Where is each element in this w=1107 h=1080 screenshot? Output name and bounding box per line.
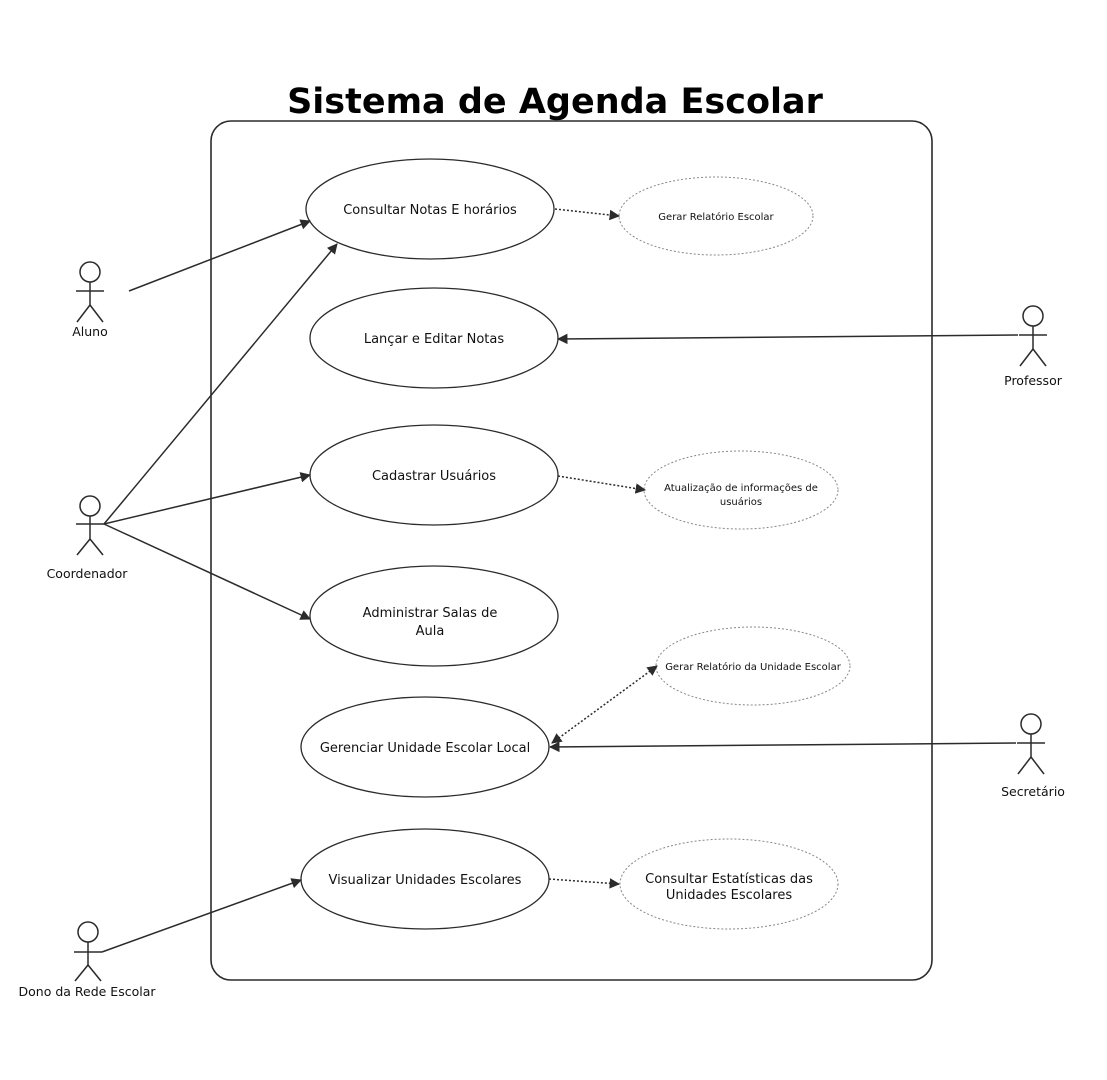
use-case-visualizar-unidades[interactable]: Visualizar Unidades Escolares [300,828,550,930]
extension-label-line-2: usuários [720,496,762,508]
association-professor-lancar [556,333,1019,345]
actor-dono-rede-escolar[interactable] [74,921,102,982]
extension-atualizacao-informacoes[interactable]: Atualização de informações de usuários [643,450,839,530]
association-dono-visualizar [101,878,302,953]
use-case-label: Visualizar Unidades Escolares [329,873,522,888]
actor-head [79,261,101,283]
extension-gerar-relatorio-unidade[interactable]: Gerar Relatório da Unidade Escolar [655,626,851,706]
actor-label-dono: Dono da Rede Escolar [19,984,157,999]
extension-gerar-relatorio-escolar[interactable]: Gerar Relatório Escolar [618,176,814,256]
actor-head [77,921,99,943]
extension-label: Gerar Relatório Escolar [658,211,774,223]
actor-secretario[interactable] [1017,713,1045,775]
diagram-title: Sistema de Agenda Escolar [287,82,824,122]
extend-visualizar-estatisticas [548,878,621,889]
extension-label-line-2: Unidades Escolares [666,888,792,903]
actor-head [1020,713,1042,735]
use-case-label: Lançar e Editar Notas [364,332,505,347]
association-coordenador-cadastrar [103,472,312,525]
association-aluno-consultar [128,219,311,292]
use-case-lancar-notas[interactable]: Lançar e Editar Notas [309,287,559,389]
actor-label-professor: Professor [1004,373,1063,388]
use-case-label: Gerenciar Unidade Escolar Local [320,741,530,756]
use-case-cadastrar-usuarios[interactable]: Cadastrar Usuários [309,424,559,526]
extend-gerenciar-relatorio-unidade [551,665,658,744]
actor-head [1022,305,1044,327]
use-case-administrar-salas[interactable]: Administrar Salas de Aula [309,565,559,667]
actor-aluno[interactable] [76,261,104,323]
use-case-consultar-notas[interactable]: Consultar Notas E horários [305,158,555,260]
extend-cadastrar-atualizacao [557,475,647,494]
use-case-label-line-2: Aula [416,624,445,639]
extension-label-line-1: Consultar Estatísticas das [645,872,813,887]
actor-label-aluno: Aluno [72,324,108,339]
actor-coordenador[interactable] [76,495,104,556]
use-case-gerenciar-unidade[interactable]: Gerenciar Unidade Escolar Local [300,696,550,798]
use-case-label: Consultar Notas E horários [343,203,517,218]
extension-label: Gerar Relatório da Unidade Escolar [665,661,842,673]
actor-head [79,495,101,517]
association-secretario-gerenciar [548,741,1017,753]
actor-label-coordenador: Coordenador [47,566,129,581]
use-case-label: Cadastrar Usuários [372,469,496,484]
actor-professor[interactable] [1019,305,1047,367]
actor-label-secretario: Secretário [1001,784,1065,799]
extend-consultar-relatorio [554,208,621,221]
association-coordenador-consultar [103,243,338,525]
extension-label-line-1: Atualização de informações de [664,483,818,494]
use-case-label-line-1: Administrar Salas de [363,606,498,621]
association-coordenador-administrar [103,523,311,620]
system-boundary [210,120,933,981]
extension-consultar-estatisticas[interactable]: Consultar Estatísticas das Unidades Esco… [619,838,839,930]
